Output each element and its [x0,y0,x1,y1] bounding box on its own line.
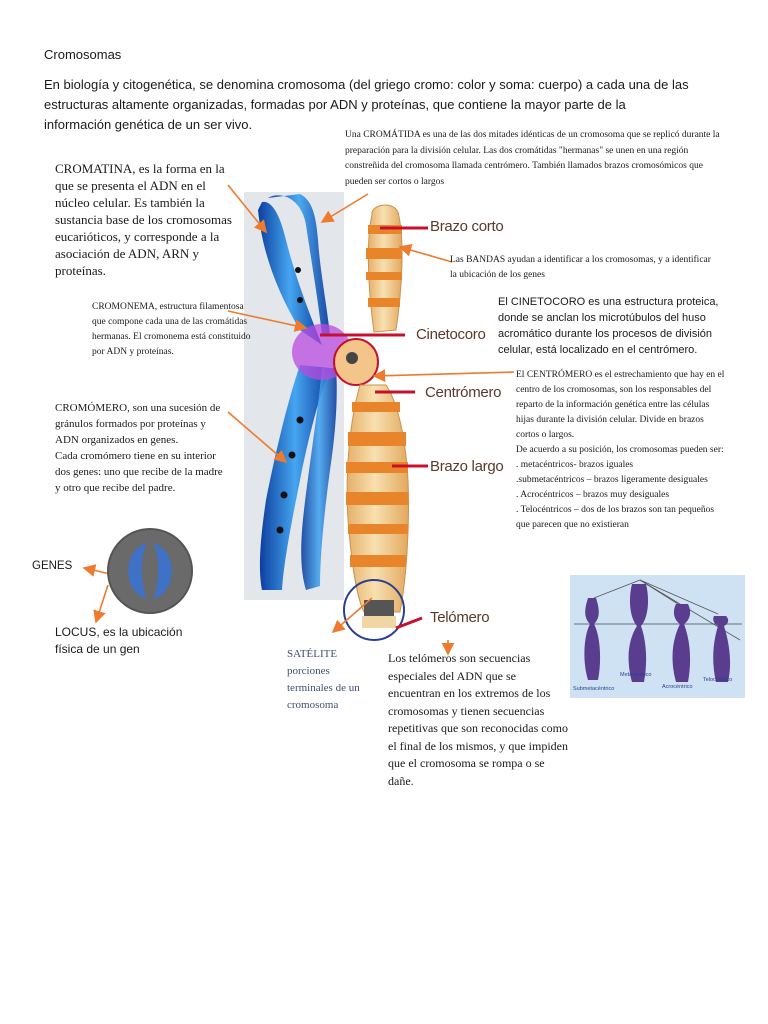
telocentrico-label: Telocéntrico [703,677,733,683]
acrocentrico-label: Acrocéntrico [662,684,693,690]
locus-note: LOCUS, es la ubicación física de un gen [55,625,183,656]
centromero-note: El CENTRÓMERO es el estrechamiento que h… [516,370,725,530]
submetacentrico-label: Submetacéntrico [573,686,615,692]
band [348,432,406,446]
telomere-ring [343,579,405,641]
satelite-note: SATÉLITE porciones terminales de un crom… [287,648,360,711]
cromatida-note: Una CROMÁTIDA es una de las dos mitades … [345,130,720,187]
brazo-largo-label: Brazo largo [430,458,504,475]
cinetocoro-label: Cinetocoro [416,326,486,343]
bandas-note: Las BANDAS ayudan a identificar a los cr… [450,255,711,280]
cromomero-note: CROMÓMERO, son una sucesión de gránulos … [55,402,223,494]
cromonema-note: CROMONEMA, estructura filamentosa que co… [92,302,251,357]
locus-illustration [107,528,193,614]
intro-paragraph: En biología y citogenética, se denomina … [44,77,689,132]
band [346,462,408,473]
annotation-arrows [82,184,515,656]
band [350,555,406,567]
centromero-label: Centrómero [425,384,502,401]
brazo-corto-label: Brazo corto [430,218,504,235]
band [346,492,408,505]
band [352,402,400,412]
cromatina-note: CROMATINA, es la forma en la que se pres… [55,161,232,278]
band [366,272,402,280]
cinetocoro-note: El CINETOCORO es una estructura proteica… [498,296,719,356]
chromatid-x-illustration [258,194,352,590]
telomero-label: Telómero [430,609,490,626]
genes-label: GENES [32,560,73,572]
page-title: Cromosomas [44,47,122,62]
band [348,524,408,534]
chromosome-illustration [333,204,410,641]
metacentrico-label: Metacéntrico [620,672,652,678]
chromosome-types-figure [570,575,745,698]
band [368,298,400,307]
band [366,248,402,259]
label-leaders [320,226,428,630]
telomeros-note: Los telómeros son secuencias especiales … [388,651,568,788]
